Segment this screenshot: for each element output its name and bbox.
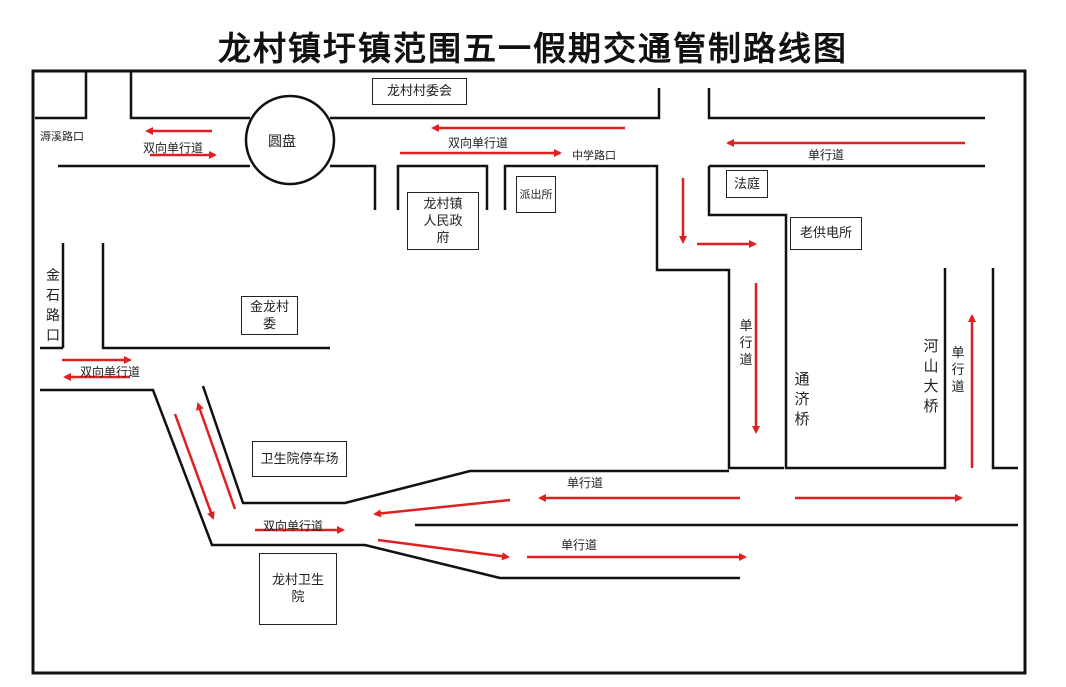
roundabout-circle	[244, 94, 336, 186]
two-way-label-yuanxi: 双向单行道	[143, 141, 204, 155]
one-way-label-vertical-center: 单行道	[739, 319, 753, 368]
roundabout-label: 圆盘	[268, 134, 296, 150]
heshan-bridge-label: 河山大桥	[923, 337, 939, 415]
two-way-label-top: 双向单行道	[448, 136, 509, 150]
map-title: 龙村镇圩镇范围五一假期交通管制路线图	[218, 29, 848, 68]
jinlong-committee-box: 金龙村委	[241, 296, 298, 335]
two-way-label-clinic: 双向单行道	[263, 519, 324, 533]
clinic-parking-box: 卫生院停车场	[252, 441, 347, 477]
map-frame	[31, 69, 1027, 675]
yuanxi-road-label: 溽溪路口	[40, 130, 84, 143]
tongji-bridge-label: 通济桥	[794, 370, 810, 428]
power-station-box: 老供电所	[790, 217, 862, 250]
jinshi-road-label: 金石路口	[46, 268, 60, 344]
road-lines	[35, 71, 1018, 580]
one-way-label-lower: 单行道	[567, 476, 604, 490]
court-box: 法庭	[726, 170, 768, 198]
traffic-arrows	[62, 124, 976, 561]
one-way-label-top-right: 单行道	[808, 148, 845, 162]
zhongxue-road-label: 中学路口	[572, 149, 616, 162]
two-way-label-jinshi: 双向单行道	[80, 365, 141, 379]
police-station-box: 派出所	[516, 176, 556, 213]
one-way-label-bottom: 单行道	[561, 538, 598, 552]
health-center-box: 龙村卫生院	[259, 553, 337, 625]
village-committee-box: 龙村村委会	[372, 78, 467, 105]
town-government-box: 龙村镇人民政府	[407, 192, 479, 250]
one-way-label-vertical-right: 单行道	[951, 346, 965, 395]
